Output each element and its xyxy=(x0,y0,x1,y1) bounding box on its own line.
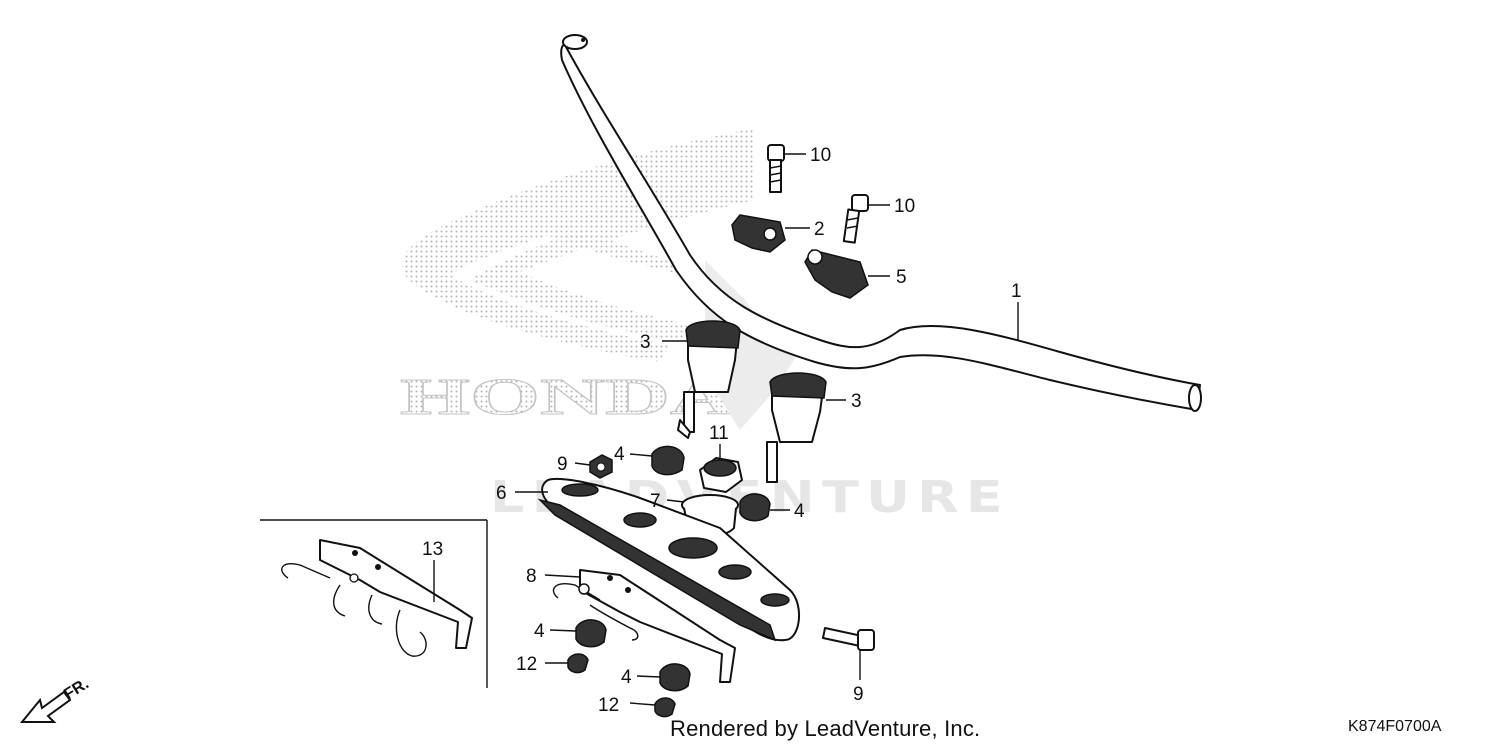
callout-9-lower: 9 xyxy=(853,684,864,705)
handlebar-part-1 xyxy=(560,34,1202,412)
callout-labels: 10 10 2 5 1 3 3 11 9 4 6 7 4 13 8 4 12 4… xyxy=(422,145,1022,716)
washer-part-9 xyxy=(589,454,613,479)
leader-lines xyxy=(433,153,1019,706)
nut-part-12-a xyxy=(567,653,589,674)
callout-8: 8 xyxy=(526,566,537,587)
render-credit: Rendered by LeadVenture, Inc. xyxy=(670,716,981,741)
rubber-part-4-c xyxy=(575,619,607,648)
honda-watermark-text: HONDA xyxy=(400,369,736,426)
rubber-part-4-d xyxy=(659,663,691,692)
inset-frame xyxy=(260,519,488,688)
rubber-part-4-b xyxy=(739,493,771,522)
callout-12-lower: 12 xyxy=(598,695,619,716)
callout-1: 1 xyxy=(1011,281,1022,302)
callout-6: 6 xyxy=(496,483,507,504)
lower-holder-part-3-right xyxy=(766,372,827,483)
bolt-part-10-left xyxy=(767,144,785,193)
top-bridge-part-6 xyxy=(537,477,801,642)
callout-4-lower-right: 4 xyxy=(621,667,632,688)
callout-13: 13 xyxy=(422,539,443,560)
callout-12-upper: 12 xyxy=(516,654,537,675)
upper-holder-part-5 xyxy=(804,249,869,299)
callout-9-upper: 9 xyxy=(557,454,568,475)
diagram-code: K874F0700A xyxy=(1348,718,1442,735)
upper-holder-part-2 xyxy=(731,214,786,253)
lower-holder-part-3-left xyxy=(677,320,741,439)
nut-part-11 xyxy=(699,457,743,493)
callout-10-left: 10 xyxy=(810,145,831,166)
honda-wing-watermark: HONDA xyxy=(400,128,755,427)
rubber-part-4-a xyxy=(651,445,685,476)
bracket-part-13 xyxy=(281,539,473,657)
callout-4-upper-right: 4 xyxy=(794,501,805,522)
callout-7: 7 xyxy=(650,491,661,512)
bolt-part-10-right xyxy=(842,194,869,244)
bracket-part-8 xyxy=(552,569,736,683)
callout-4-upper-left: 4 xyxy=(614,444,625,465)
callout-10-right: 10 xyxy=(894,196,915,217)
front-direction-arrow: FR. xyxy=(19,675,92,723)
callout-3-left: 3 xyxy=(640,332,651,353)
callout-5: 5 xyxy=(896,267,907,288)
callout-11: 11 xyxy=(709,423,729,444)
nut-part-12-b xyxy=(654,697,676,718)
callout-3-right: 3 xyxy=(851,391,862,412)
callout-4-lower-left: 4 xyxy=(534,621,545,642)
bolt-part-9 xyxy=(822,627,875,651)
callout-2: 2 xyxy=(814,219,825,240)
